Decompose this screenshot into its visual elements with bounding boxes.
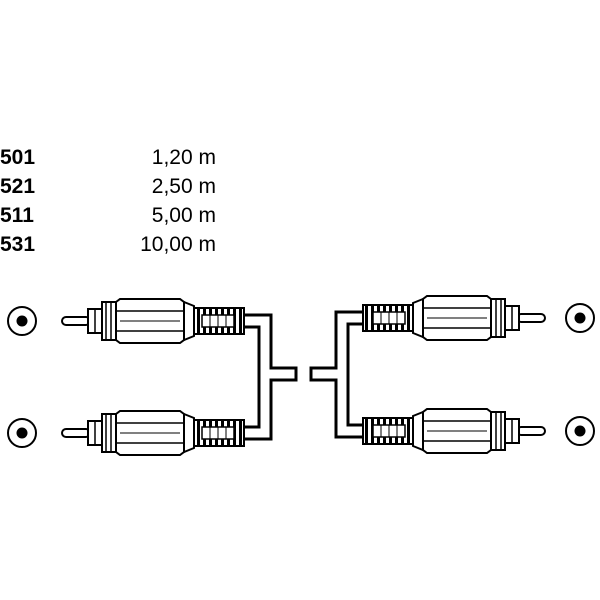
cable-length: 10,00 m xyxy=(140,233,216,256)
article-code: 511 xyxy=(0,204,34,227)
spec-row: 501 1,20 m xyxy=(0,143,230,172)
article-code: 521 xyxy=(0,175,36,198)
rca-plug-icon xyxy=(362,408,546,454)
spec-row: 511 5,00 m xyxy=(0,201,230,230)
rca-socket-icon xyxy=(7,306,37,336)
cable-length: 1,20 m xyxy=(151,146,216,169)
rca-socket-icon xyxy=(565,416,595,446)
rca-socket-icon xyxy=(7,418,37,448)
spec-row: 531 10,00 m xyxy=(0,230,230,259)
cable-length: 5,00 m xyxy=(151,204,216,227)
rca-socket-icon xyxy=(565,303,595,333)
rca-plug-icon xyxy=(61,410,245,456)
rca-plug-icon xyxy=(61,298,245,344)
left-cable xyxy=(244,313,298,441)
rca-plug-icon xyxy=(362,295,546,341)
right-cable xyxy=(309,310,363,439)
spec-row: 521 2,50 m xyxy=(0,172,230,201)
article-code: 531 xyxy=(0,233,36,256)
cable-length: 2,50 m xyxy=(151,175,216,198)
spec-table: 501 1,20 m 521 2,50 m 511 5,00 m 531 10,… xyxy=(0,143,230,259)
article-code: 501 xyxy=(0,146,36,169)
